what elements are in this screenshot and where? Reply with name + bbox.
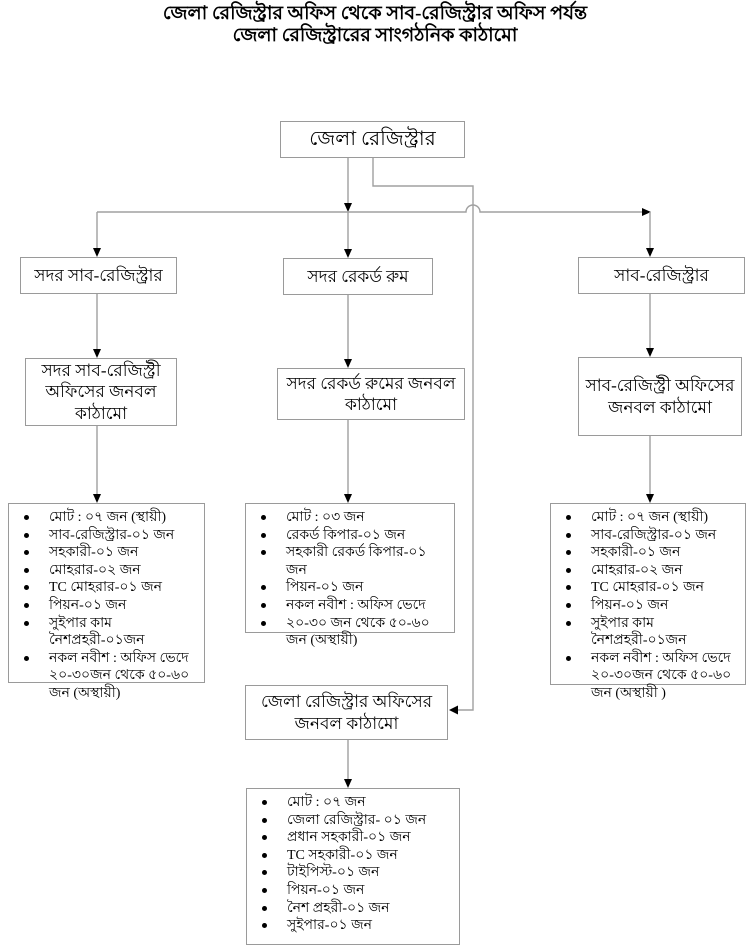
node-district-registrar: জেলা রেজিস্ট্রার [280, 121, 465, 158]
staff-list-item: সাব-রেজিস্ট্রার-০১ জন [19, 527, 200, 545]
chart-title-line1: জেলা রেজিস্ট্রার অফিস থেকে সাব-রেজিস্ট্র… [162, 3, 588, 24]
staff-list-item: পিয়ন-০১ জন [561, 597, 741, 615]
chart-title-line2: জেলা রেজিস্ট্রারের সাংগঠনিক কাঠামো [232, 25, 518, 46]
staff-list-sadar-sub-registry: মোট : ০৭ জন (স্থায়ী)সাব-রেজিস্ট্রার-০১ … [8, 503, 205, 701]
staff-list-item: সুইপার কাম নৈশপ্রহরী-০১জন [561, 615, 741, 650]
staff-list-item: মোহরার-০২ জন [561, 562, 741, 580]
chart-title: জেলা রেজিস্ট্রার অফিস থেকে সাব-রেজিস্ট্র… [0, 3, 750, 47]
staff-list-item: ২০-৩০ জন থেকে ৫০-৬০ জন (অস্থায়ী) [256, 615, 450, 650]
staff-list-item: সুইপার-০১ জন [257, 917, 455, 935]
node-district-registrar-office-staff: জেলা রেজিস্ট্রার অফিসের জনবল কাঠামো [245, 685, 448, 740]
staff-list-item: সুইপার কাম নৈশপ্রহরী-০১জন [19, 615, 200, 650]
staff-list-item: পিয়ন-০১ জন [256, 579, 450, 597]
staff-list-sub-registry: মোট : ০৭ জন (স্থায়ী)সাব-রেজিস্ট্রার-০১ … [550, 503, 746, 701]
staff-list-item: নকল নবীশ : অফিস ভেদে ২০-৩০জন থেকে ৫০-৬০ … [19, 650, 200, 703]
staff-list-item: সাব-রেজিস্ট্রার-০১ জন [561, 527, 741, 545]
node-sub-registry-staff: সাব-রেজিস্ট্রী অফিসের জনবল কাঠামো [578, 357, 742, 436]
staff-list-item: TC মোহরার-০১ জন [561, 579, 741, 597]
staff-list-item: মোট : ০৭ জন [257, 794, 455, 812]
staff-list-item: মোহরার-০২ জন [19, 562, 200, 580]
node-sadar-sub-registrar: সদর সাব-রেজিস্ট্রার [20, 257, 177, 294]
staff-list-item: মোট : ০৭ জন (স্থায়ী) [561, 509, 741, 527]
staff-list-item: নৈশ প্রহরী-০১ জন [257, 900, 455, 918]
staff-list-item: পিয়ন-০১ জন [19, 597, 200, 615]
staff-list-item: TC মোহরার-০১ জন [19, 579, 200, 597]
staff-list-item: পিয়ন-০১ জন [257, 882, 455, 900]
staff-list-item: প্রধান সহকারী-০১ জন [257, 829, 455, 847]
staff-list-item: নকল নবীশ : অফিস ভেদে [256, 597, 450, 615]
node-sub-registrar: সাব-রেজিস্ট্রার [578, 257, 745, 294]
staff-list-item: নকল নবীশ : অফিস ভেদে ২০-৩০জন থেকে ৫০-৬০ … [561, 650, 741, 703]
staff-list-item: সহকারী-০১ জন [561, 544, 741, 562]
staff-list-item: TC সহকারী-০১ জন [257, 847, 455, 865]
staff-list-item: টাইপিস্ট-০১ জন [257, 864, 455, 882]
staff-list-item: মোট : ০৩ জন [256, 509, 450, 527]
staff-list-item: সহকারী-০১ জন [19, 544, 200, 562]
node-sadar-record-room: সদর রেকর্ড রুম [283, 258, 433, 295]
staff-list-item: জেলা রেজিস্ট্রার- ০১ জন [257, 812, 455, 830]
staff-list-item: রেকর্ড কিপার-০১ জন [256, 527, 450, 545]
staff-list-item: সহকারী রেকর্ড কিপার-০১ জন [256, 544, 450, 579]
node-sadar-sub-registry-staff: সদর সাব-রেজিস্ট্রী অফিসের জনবল কাঠামো [25, 358, 177, 426]
staff-list-item: মোট : ০৭ জন (স্থায়ী) [19, 509, 200, 527]
node-sadar-record-room-staff: সদর রেকর্ড রুমের জনবল কাঠামো [277, 368, 465, 420]
